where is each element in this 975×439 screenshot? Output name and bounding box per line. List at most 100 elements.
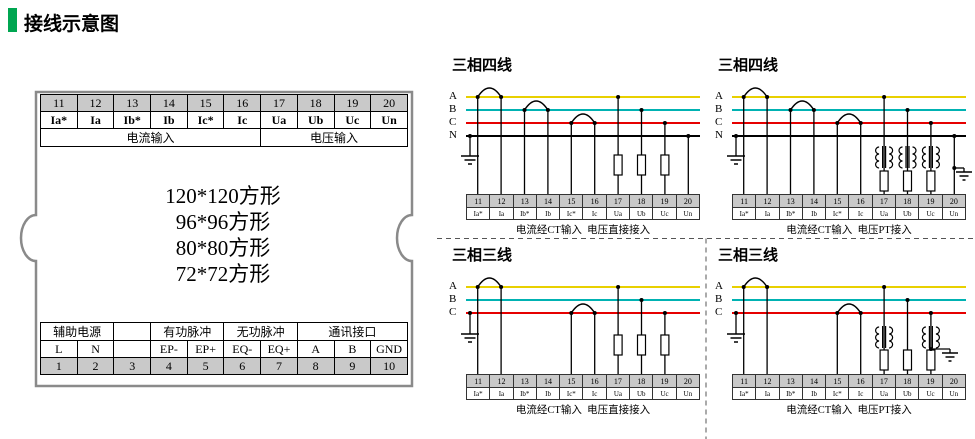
- device-bottom-number: 6: [223, 357, 262, 375]
- device-terminal-group: 电流输入: [39, 128, 262, 147]
- device-bottom-group: 无功脉冲: [223, 322, 298, 341]
- strip-terminal-number: 13: [512, 374, 537, 388]
- strip-terminal-number: 15: [559, 194, 584, 208]
- ct-symbols: [743, 87, 862, 124]
- junction-dots: [734, 285, 933, 351]
- strip-terminal-label: Ib: [801, 207, 827, 220]
- fuse-symbols: [613, 154, 670, 176]
- strip-terminal-number: 19: [918, 194, 943, 208]
- strip-terminal-number: 15: [825, 374, 850, 388]
- device-terminal-number: 16: [223, 94, 262, 112]
- size-line: 80*80方形: [175, 236, 271, 260]
- strip-terminal-number: 11: [465, 194, 491, 208]
- phase-label-a: A: [715, 280, 723, 292]
- strip-terminal-label: Un: [675, 387, 701, 400]
- device-terminal-number: 15: [186, 94, 225, 112]
- diagram3-title: 三相三线: [452, 247, 513, 264]
- strip-terminal-label: Ic: [582, 387, 607, 400]
- strip-terminal-number: 13: [778, 194, 803, 208]
- size-line: 72*72方形: [175, 262, 271, 286]
- device-bottom-label: L: [40, 340, 78, 358]
- strip-terminal-label: Ic*: [825, 207, 850, 220]
- page-title: 接线示意图: [24, 14, 120, 35]
- strip-terminal-label: Ua: [605, 387, 631, 400]
- strip-terminal-label: Ia: [489, 387, 514, 400]
- ground-symbol: [461, 155, 479, 165]
- strip-terminal-label: Ib: [535, 387, 561, 400]
- device-terminal-label: Ib*: [113, 111, 152, 129]
- fuse-symbols: [613, 334, 670, 356]
- strip-terminal-label: Ua: [871, 207, 897, 220]
- strip-terminal-number: 12: [755, 194, 780, 208]
- strip-terminal-number: 15: [825, 194, 850, 208]
- strip-terminal-number: 17: [871, 374, 897, 388]
- device-bottom-label: B: [333, 340, 372, 358]
- strip-terminal-number: 18: [895, 374, 920, 388]
- device-outline: [19, 90, 414, 388]
- device-bottom-label: GND: [370, 340, 408, 358]
- device-terminal-number: 19: [333, 94, 372, 112]
- strip-terminal-number: 19: [918, 374, 943, 388]
- device-bottom-label: A: [296, 340, 335, 358]
- table-row: 辅助电源有功脉冲无功脉冲通讯接口: [39, 322, 409, 341]
- strip-terminal-label: Ia*: [465, 207, 491, 220]
- phase-label-b: B: [449, 103, 457, 115]
- strip-terminal-label: Ib: [801, 387, 827, 400]
- device-bottom-label: EP-: [150, 340, 188, 358]
- diagram1-title: 三相四线: [452, 57, 513, 74]
- diagram-3p4w-direct: [461, 87, 700, 194]
- phase-label-c: C: [449, 306, 457, 318]
- strip-terminal-number: 17: [605, 194, 631, 208]
- strip-terminal-number: 16: [582, 194, 607, 208]
- strip-terminal-label: Uc: [918, 207, 943, 220]
- table-row: 电流输入电压输入: [39, 128, 408, 147]
- strip-terminal-number: 16: [582, 374, 607, 388]
- phase-label-b: B: [449, 293, 457, 305]
- strip-terminal-label: Ic*: [825, 387, 850, 400]
- strip-terminal-label: Ib*: [778, 207, 803, 220]
- device-bottom-label: EP+: [186, 340, 225, 358]
- strip-terminal-label: Ia: [755, 387, 780, 400]
- strip-terminal-number: 13: [512, 194, 537, 208]
- strip-terminal-number: 15: [559, 374, 584, 388]
- strip-terminal-label: Un: [941, 207, 967, 220]
- strip-terminal-number: 16: [848, 194, 873, 208]
- strip-terminal-label: Un: [941, 387, 967, 400]
- strip-terminal-label: Ic*: [559, 207, 584, 220]
- strip-terminal-number: 13: [778, 374, 803, 388]
- device-terminal-label: Ub: [296, 111, 335, 129]
- device-bottom-number: 2: [76, 357, 115, 375]
- strip-terminal-label: Ib*: [512, 207, 537, 220]
- strip-terminal-number: 20: [675, 374, 701, 388]
- phase-label-a: A: [449, 280, 457, 292]
- strip-terminal-number: 19: [652, 374, 677, 388]
- phase-label-a: A: [715, 90, 723, 102]
- device-bottom-label: EQ-: [223, 340, 262, 358]
- wires: [469, 97, 689, 194]
- device-bottom-number: 9: [333, 357, 372, 375]
- ct-symbols: [743, 277, 862, 314]
- phase-label-b: B: [715, 293, 723, 305]
- strip-terminal-number: 18: [895, 194, 920, 208]
- device-bottom-group: 辅助电源: [39, 322, 115, 341]
- phase-label-n: N: [449, 129, 457, 141]
- accent-bar: [8, 8, 17, 32]
- device-terminal-number: 20: [370, 94, 408, 112]
- strip-terminal-label: Ia: [755, 207, 780, 220]
- strip-terminal-number: 14: [535, 194, 561, 208]
- device-terminal-label: Ua: [260, 111, 298, 129]
- diagram1-caption: 电流经CT输入 电压直接接入: [515, 225, 651, 236]
